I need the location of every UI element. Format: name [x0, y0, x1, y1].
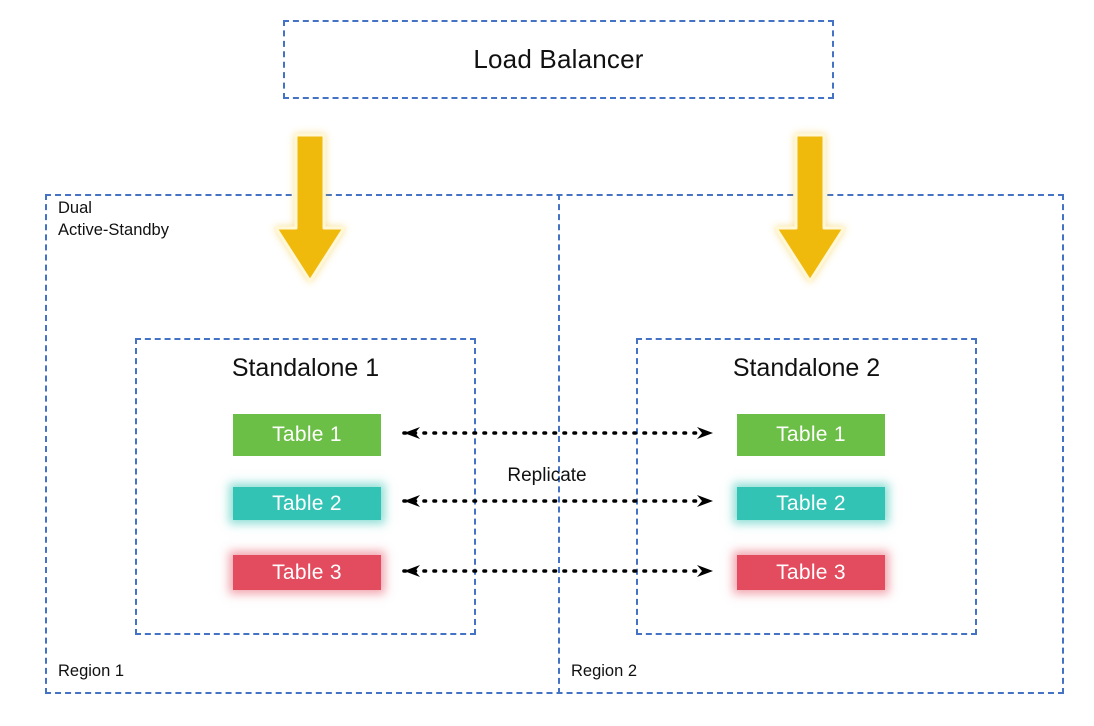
region-1-label: Region 1: [58, 662, 125, 680]
replication-arrow-table-3: [402, 565, 715, 577]
table-chip-label: Table 1: [272, 423, 342, 446]
region-2-label: Region 2: [571, 662, 638, 680]
standalone-1-table-1: Table 1: [233, 414, 381, 456]
region-divider-line: [558, 194, 560, 694]
standalone-1-box: Standalone 1 Table 1 Table 2 Table 3: [135, 338, 476, 635]
standalone-2-table-2: Table 2: [737, 487, 885, 520]
standalone-1-table-3: Table 3: [233, 555, 381, 590]
standalone-1-title: Standalone 1: [231, 354, 380, 382]
replication-arrow-table-2: [402, 495, 715, 507]
table-chip-label: Table 2: [776, 491, 846, 515]
load-balancer-box: Load Balancer: [283, 20, 834, 99]
table-chip-label: Table 1: [776, 423, 846, 446]
standalone-2-table-3: Table 3: [737, 555, 885, 590]
replicate-label-wrapper: Replicate: [0, 465, 1094, 487]
traffic-arrow-region-2: [774, 133, 846, 283]
load-balancer-label: Load Balancer: [473, 44, 644, 74]
traffic-arrow-region-1: [274, 133, 346, 283]
table-chip-label: Table 3: [776, 560, 846, 584]
table-chip-label: Table 3: [272, 560, 342, 584]
standalone-2-box: Standalone 2 Table 1 Table 2 Table 3: [636, 338, 977, 635]
standalone-2-title: Standalone 2: [732, 354, 881, 382]
standalone-2-table-1: Table 1: [737, 414, 885, 456]
standalone-1-table-2: Table 2: [233, 487, 381, 520]
replication-arrow-table-1: [402, 427, 715, 439]
dual-active-standby-frame: [45, 194, 1064, 694]
dual-active-standby-label: Dual Active-Standby: [58, 199, 169, 239]
table-chip-label: Table 2: [272, 491, 342, 515]
replicate-label: Replicate: [507, 465, 587, 486]
